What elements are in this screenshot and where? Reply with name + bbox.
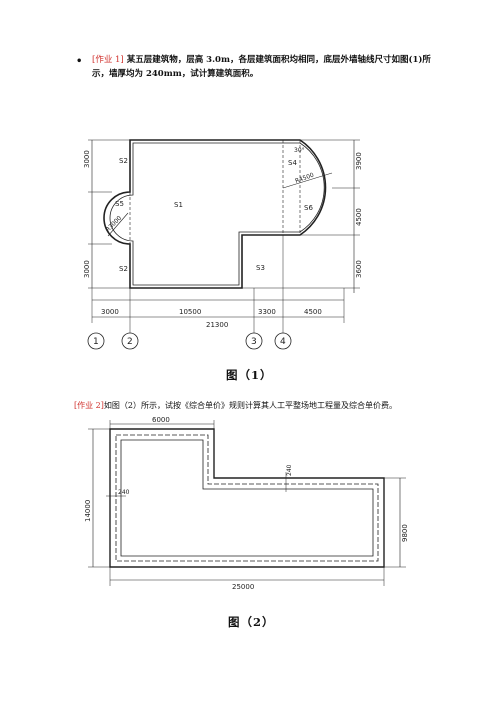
fig2-right-dim: 9800 (401, 524, 409, 542)
task2-tag: [作业 2] (74, 401, 104, 410)
fig2-left-dim: 14000 (84, 500, 92, 522)
radius-right-label: R4500 (294, 172, 315, 185)
region-s3: S3 (256, 264, 265, 272)
fig2-top-dim: 6000 (152, 416, 170, 424)
region-s1: S1 (174, 201, 183, 209)
fig1-right-dim-3: 3600 (355, 260, 363, 278)
fig2-bottom-dim: 25000 (232, 583, 254, 591)
task1-text: 某五层建筑物，层高 3.0m，各层建筑面积均相同，底层外墙轴线尺寸如图(1)所示… (92, 55, 431, 79)
axis-2-label: 2 (127, 337, 133, 347)
axis-1-label: 1 (93, 337, 99, 347)
angle-label: 30° (294, 147, 305, 154)
figure2-caption: 图（2） (228, 615, 275, 629)
figure1-caption: 图（1） (226, 368, 273, 382)
task2-paragraph: [作业 2]如图（2）所示，试按《综合单价》规则计算其人工平整场地工程量及综合单… (74, 400, 454, 412)
region-s2-top: S2 (119, 157, 128, 165)
region-s2-bottom: S2 (119, 265, 128, 273)
region-s4: S4 (288, 159, 297, 167)
fig1-left-dim-2: 3000 (83, 260, 91, 278)
fig1-bottom-dim-2: 10500 (179, 308, 201, 316)
fig1-left-dim-1: 3000 (83, 150, 91, 168)
task1-paragraph: [作业 1] 某五层建筑物，层高 3.0m，各层建筑面积均相同，底层外墙轴线尺寸… (92, 53, 444, 81)
axis-4-label: 4 (280, 337, 286, 347)
task1-tag: [作业 1] (92, 55, 124, 65)
fig1-right-dim-2: 4500 (355, 208, 363, 226)
fig1-bottom-dim-1: 3000 (101, 308, 119, 316)
axis-3-label: 3 (251, 337, 257, 347)
fig1-total-dim: 21300 (206, 321, 228, 329)
bullet-marker: • (76, 56, 83, 67)
fig1-right-dim-1: 3900 (355, 152, 363, 170)
region-s5: S5 (115, 200, 124, 208)
fig2-wall-mid: 240 (286, 464, 293, 476)
figure1-plan: 3000 3000 3900 4500 3600 3000 10500 3300… (83, 139, 363, 350)
fig1-bottom-dim-4: 4500 (304, 308, 322, 316)
task2-text: 如图（2）所示，试按《综合单价》规则计算其人工平整场地工程量及综合单价费。 (103, 401, 397, 410)
fig2-wall-left: 240 (118, 489, 130, 496)
region-s6: S6 (304, 204, 313, 212)
fig1-bottom-dim-3: 3300 (258, 308, 276, 316)
figure2-plan: 6000 14000 9800 25000 240 240 (84, 416, 409, 591)
